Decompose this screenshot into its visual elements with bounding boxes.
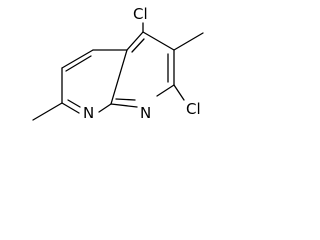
bond-c2-n1: [156, 84, 175, 97]
chemical-structure: Cl Cl N N: [32, 5, 204, 122]
bond-c8a-c4a: [110, 49, 128, 105]
bond-c7-n8: [61, 102, 80, 114]
bond-c7-methyl: [32, 102, 63, 121]
bond-c4-c3: [142, 31, 175, 51]
bond-lines: [32, 22, 204, 121]
atom-labels: Cl Cl N N: [83, 5, 201, 122]
chlorine-atom-label: Cl: [133, 5, 148, 23]
nitrogen-atom-label: N: [140, 104, 151, 122]
bond-n8-c8a: [98, 103, 112, 113]
chlorine-atom-label: Cl: [186, 100, 201, 118]
nitrogen-atom-label: N: [83, 104, 94, 122]
bond-c5-c6: [61, 49, 94, 69]
bond-n1-c8a-inner: [115, 98, 136, 101]
bond-c5-c6-inner: [65, 55, 92, 72]
bond-c4a-c4-inner: [131, 38, 145, 53]
bond-c7-n8-inner: [67, 99, 81, 108]
bond-c2-cl: [173, 84, 185, 101]
bond-n1-c8a: [110, 103, 138, 108]
bond-c4a-c4: [126, 31, 144, 51]
bond-c3-methyl: [173, 32, 204, 51]
